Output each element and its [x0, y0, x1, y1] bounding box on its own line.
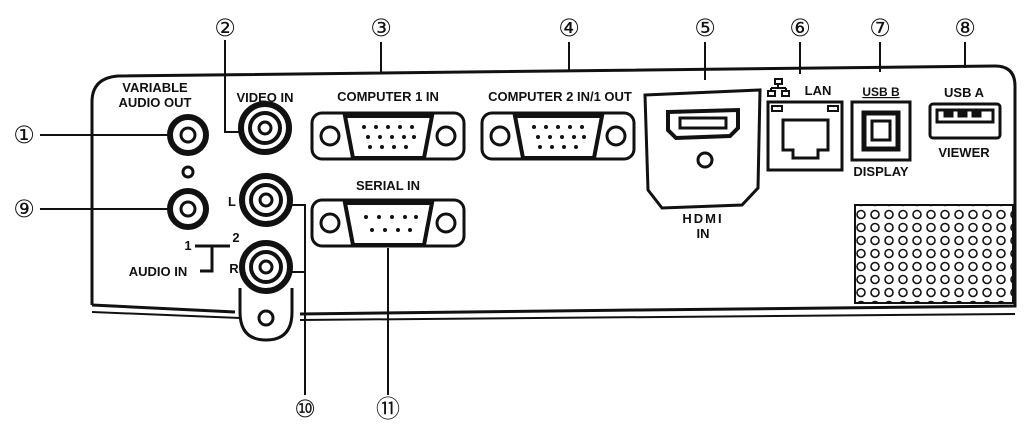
- label-right-channel: R: [229, 261, 239, 276]
- audio-in-1-jack: [167, 188, 209, 230]
- callout-3: ③: [370, 14, 392, 42]
- video-in-jack: [238, 101, 292, 155]
- callout-2: ②: [214, 14, 236, 42]
- label-audio-out: AUDIO OUT: [119, 95, 192, 110]
- callout-4: ④: [558, 14, 580, 42]
- label-usb-b: USB B: [862, 85, 900, 99]
- callout-11: ⑪: [376, 395, 400, 423]
- callout-numbers: ① ② ③ ④ ⑤ ⑥ ⑦ ⑧ ⑨ ⑩ ⑪: [13, 14, 976, 423]
- callout-8: ⑧: [954, 14, 976, 42]
- label-audio-in-1: 1: [184, 238, 191, 253]
- lan-port: [766, 78, 844, 172]
- usb-b-port: [850, 100, 912, 162]
- audio-in-2-jacks: [238, 173, 294, 342]
- callout-5: ⑤: [694, 14, 716, 42]
- variable-audio-out-jack: [167, 114, 209, 179]
- label-audio-in: AUDIO IN: [129, 264, 188, 279]
- audio-in-bracket: [195, 244, 230, 273]
- callout-6: ⑥: [789, 14, 811, 42]
- callout-10: ⑩: [294, 395, 316, 423]
- computer-2-in-1-out-port: [480, 111, 636, 161]
- label-usb-a: USB A: [944, 85, 985, 100]
- panel-outline: [90, 64, 1017, 321]
- label-hdmi-in: IN: [697, 226, 710, 241]
- label-computer-2-in-out: COMPUTER 2 IN/1 OUT: [488, 89, 632, 104]
- label-computer-1-in: COMPUTER 1 IN: [337, 89, 439, 104]
- hdmi-port: [643, 88, 762, 210]
- network-icon: [767, 78, 790, 97]
- label-display: DISPLAY: [853, 164, 908, 179]
- label-audio-in-2: 2: [232, 230, 239, 245]
- label-hdmi: HDMI: [682, 211, 723, 226]
- label-lan: LAN: [805, 83, 832, 98]
- callout-7: ⑦: [869, 14, 891, 42]
- label-left-channel: L: [228, 194, 236, 209]
- label-serial-in: SERIAL IN: [356, 178, 420, 193]
- label-viewer: VIEWER: [938, 145, 990, 160]
- label-variable: VARIABLE: [122, 80, 188, 95]
- ventilation-grille: [854, 204, 1014, 304]
- label-video-in: VIDEO IN: [236, 90, 293, 105]
- callout-9: ⑨: [13, 195, 35, 223]
- serial-in-port: [310, 198, 466, 248]
- panel-labels: VARIABLE AUDIO OUT VIDEO IN COMPUTER 1 I…: [119, 80, 991, 279]
- usb-a-port: [928, 102, 1002, 140]
- callout-1: ①: [13, 121, 35, 149]
- leader-lines: [40, 40, 966, 395]
- computer-1-in-port: [310, 111, 466, 161]
